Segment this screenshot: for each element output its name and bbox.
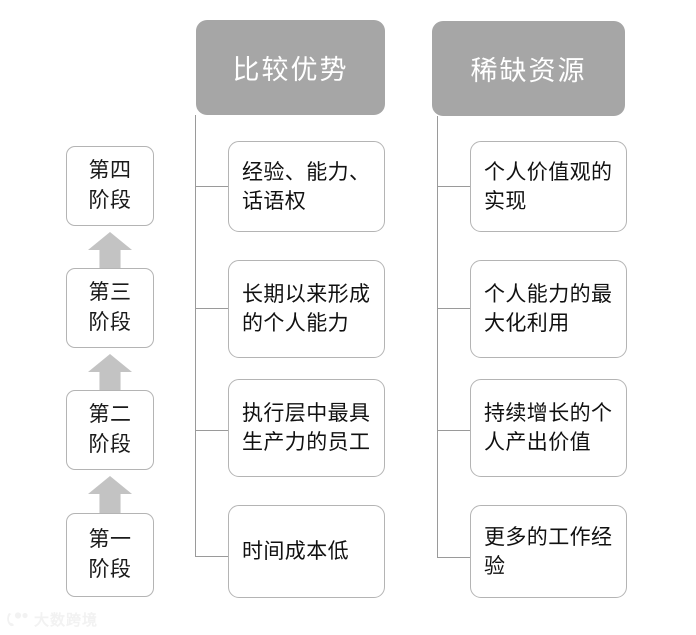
- circle-logo-icon: [7, 612, 28, 627]
- stage-box-fourth[interactable]: 第四阶段: [66, 146, 154, 226]
- watermark-text: 大数跨境: [34, 610, 99, 629]
- leaf-label-ca-2: 长期以来形成的个人能力: [242, 282, 371, 335]
- leaf-label-ca-3: 执行层中最具生产力的员工: [242, 401, 371, 454]
- leaf-label-sr-1: 个人价值观的实现: [484, 159, 613, 213]
- stage-label-third: 第三阶段: [88, 280, 132, 334]
- leaf-label-ca-1: 经验、能力、话语权: [242, 159, 371, 213]
- leaf-label-ca-4: 时间成本低: [242, 539, 349, 564]
- column-header-scarce-resource[interactable]: 稀缺资源: [432, 21, 625, 116]
- connector-branch-sr-1: [437, 186, 470, 187]
- column-header-label-scarce-resource: 稀缺资源: [470, 56, 587, 87]
- column-header-comparative-advantage[interactable]: 比较优势: [196, 20, 385, 115]
- stage-label-fourth: 第四阶段: [88, 158, 132, 212]
- stage-label-second: 第二阶段: [88, 402, 132, 456]
- leaf-label-sr-4: 更多的工作经验: [484, 524, 613, 578]
- arrow-up-icon-stage3-to-stage4: [88, 232, 132, 272]
- leaf-box-ca-4[interactable]: 时间成本低: [228, 505, 385, 598]
- leaf-label-sr-3: 持续增长的个人产出价值: [484, 401, 613, 454]
- leaf-box-sr-4[interactable]: 更多的工作经验: [470, 505, 627, 598]
- stage-box-second[interactable]: 第二阶段: [66, 390, 154, 470]
- leaf-box-sr-2[interactable]: 个人能力的最大化利用: [470, 260, 627, 358]
- leaf-box-ca-2[interactable]: 长期以来形成的个人能力: [228, 260, 385, 358]
- watermark: 大数跨境: [6, 608, 98, 630]
- connector-branch-ca-3: [195, 430, 228, 431]
- connector-branch-ca-4: [195, 556, 228, 557]
- column-header-label-comparative-advantage: 比较优势: [232, 55, 349, 86]
- arrow-up-icon-stage2-to-stage3: [88, 354, 132, 394]
- connector-branch-sr-2: [437, 308, 470, 309]
- arrow-up-icon-stage1-to-stage2: [88, 476, 132, 516]
- leaf-box-sr-1[interactable]: 个人价值观的实现: [470, 141, 627, 232]
- connector-branch-sr-4: [437, 557, 470, 558]
- stage-box-first[interactable]: 第一阶段: [66, 513, 154, 597]
- leaf-label-sr-2: 个人能力的最大化利用: [484, 282, 613, 335]
- leaf-box-sr-3[interactable]: 持续增长的个人产出价值: [470, 379, 627, 477]
- connector-branch-ca-2: [195, 308, 228, 309]
- connector-trunk-comparative-advantage: [195, 115, 196, 556]
- leaf-box-ca-1[interactable]: 经验、能力、话语权: [228, 141, 385, 232]
- connector-trunk-scarce-resource: [437, 116, 438, 557]
- stage-label-first: 第一阶段: [88, 527, 132, 581]
- connector-branch-ca-1: [195, 186, 228, 187]
- leaf-box-ca-3[interactable]: 执行层中最具生产力的员工: [228, 379, 385, 477]
- connector-branch-sr-3: [437, 430, 470, 431]
- stage-box-third[interactable]: 第三阶段: [66, 268, 154, 348]
